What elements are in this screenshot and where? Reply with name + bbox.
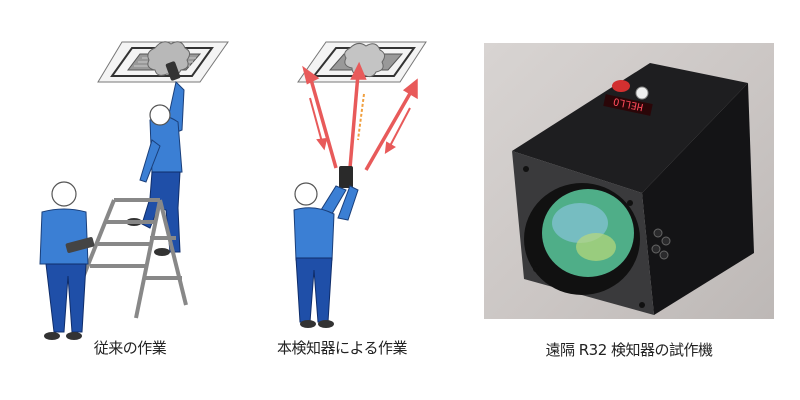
panel-this-detector: 本検知器による作業 [250,0,480,400]
caption-conventional: 従来の作業 [93,339,167,357]
handheld-detector-icon [339,166,353,188]
reflected-return-arrows [309,97,411,154]
worker-standing-with-clipboard [39,181,95,340]
illustration-worker-with-detector [293,41,427,328]
led-display [603,94,653,116]
caption-this-detector: 本検知器による作業 [276,339,408,357]
red-power-button-icon [612,80,630,92]
laser-beam-arrows [302,61,418,171]
gas-signal-arrow [357,93,365,141]
prototype-detector-photo: HELLO [484,43,774,319]
panel-conventional: 従来の作業 [0,0,250,400]
worker-aiming-detector [293,182,359,328]
mode-button-icon [635,86,649,100]
illustration-worker-on-ladder [39,41,229,340]
side-button-cluster-icon [651,228,671,260]
gas-cloud-icon [147,41,191,76]
caption-prototype: 遠隔 R32 検知器の試作機 [545,341,713,359]
worker-climbing [126,61,185,256]
gas-cloud-icon [344,42,386,78]
